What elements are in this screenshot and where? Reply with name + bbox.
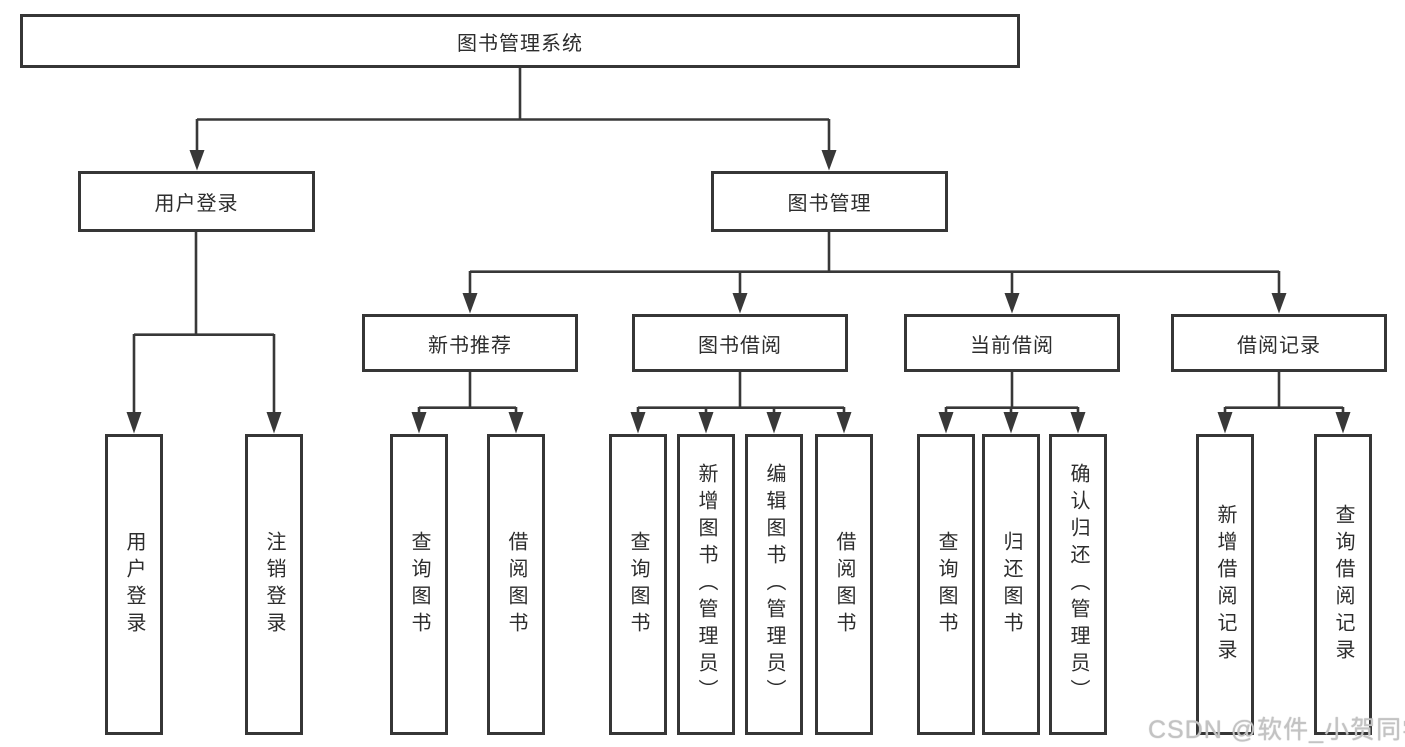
leaf-return-books: 归还图书 [982,434,1040,735]
node-library-management-system: 图书管理系统 [20,14,1020,68]
leaf-borrow-books-1: 借阅图书 [487,434,545,735]
leaf-user-login-label: 用户登录 [123,530,145,639]
leaf-query-books-2: 查询图书 [609,434,667,735]
leaf-edit-book-admin: 编辑图书（管理员） [745,434,803,735]
node-user-login-label: 用户登录 [154,193,239,215]
leaf-query-books-2-label: 查询图书 [627,530,649,639]
leaf-return-books-label: 归还图书 [1000,530,1022,639]
leaf-logout-label: 注销登录 [263,530,285,639]
arrowhead-group [126,150,1351,434]
node-current-borrow-label: 当前借阅 [970,334,1054,357]
node-current-borrow: 当前借阅 [904,314,1120,372]
leaf-borrow-books-2: 借阅图书 [815,434,873,735]
leaf-logout: 注销登录 [245,434,303,735]
node-borrow-records: 借阅记录 [1171,314,1387,372]
leaf-query-books-1: 查询图书 [390,434,448,735]
leaf-query-books-3: 查询图书 [917,434,975,735]
leaf-query-books-1-label: 查询图书 [408,530,430,639]
leaf-query-books-3-label: 查询图书 [935,530,957,639]
leaf-confirm-return-admin-label: 确认归还（管理员） [1067,463,1089,706]
leaf-add-book-admin-label: 新增图书（管理员） [695,463,717,706]
leaf-query-borrow-record-label: 查询借阅记录 [1332,503,1354,666]
node-user-login: 用户登录 [78,171,315,232]
node-book-management-label: 图书管理 [787,193,872,215]
leaf-confirm-return-admin: 确认归还（管理员） [1049,434,1107,735]
leaf-query-borrow-record: 查询借阅记录 [1314,434,1372,735]
node-borrow-records-label: 借阅记录 [1237,334,1321,357]
leaf-add-borrow-record: 新增借阅记录 [1196,434,1254,735]
leaf-user-login: 用户登录 [105,434,163,735]
leaf-add-book-admin: 新增图书（管理员） [677,434,735,735]
node-library-management-system-label: 图书管理系统 [457,32,583,55]
leaf-add-borrow-record-label: 新增借阅记录 [1214,503,1236,666]
node-new-book-recommend: 新书推荐 [362,314,578,372]
node-book-borrow-label: 图书借阅 [698,334,782,357]
leaf-edit-book-admin-label: 编辑图书（管理员） [763,463,785,706]
node-book-management: 图书管理 [711,171,948,232]
leaf-borrow-books-2-label: 借阅图书 [833,530,855,639]
node-new-book-recommend-label: 新书推荐 [428,334,512,357]
leaf-borrow-books-1-label: 借阅图书 [505,530,527,639]
csdn-watermark: CSDN @软件_小贺同学 [1148,716,1405,744]
node-book-borrow: 图书借阅 [632,314,848,372]
